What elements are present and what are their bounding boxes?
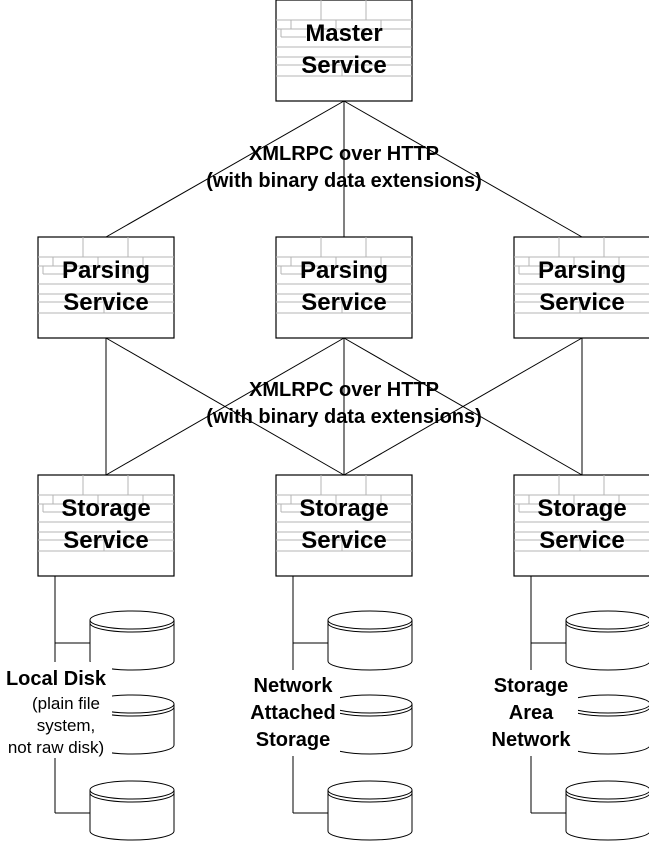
box-title-line2: Service — [539, 527, 624, 554]
box-frame — [275, 236, 413, 339]
protocol-mid-line2: (with binary data extensions) — [206, 406, 482, 428]
disk-rim — [327, 622, 413, 633]
edge-master-to-parsing-2 — [343, 100, 583, 238]
box-grid-pattern — [276, 237, 412, 314]
disk-rim — [89, 792, 175, 803]
label-background — [484, 670, 578, 756]
disk-stack-3 — [530, 576, 649, 841]
box-title-line2: Service — [301, 52, 386, 79]
protocol-label-middle: XMLRPC over HTTP (with binary data exten… — [206, 379, 482, 428]
disk-top — [89, 610, 175, 630]
disk-1 — [565, 610, 649, 671]
box-title-line2: Service — [63, 527, 148, 554]
service-boxes: MasterServiceParsingServiceParsingServic… — [37, 0, 649, 577]
box-grid-pattern — [276, 0, 412, 77]
box-frame — [275, 474, 413, 577]
box-title-line2: Service — [301, 527, 386, 554]
disk-3 — [565, 780, 649, 841]
box-grid-pattern — [276, 475, 412, 552]
box-frame — [513, 474, 649, 577]
san-line-2: Area — [509, 702, 554, 724]
disk-rim — [89, 622, 175, 633]
box-title-line1: Master — [305, 20, 382, 47]
san-line-1: Storage — [494, 675, 568, 697]
backend-label-san: Storage Area Network — [484, 670, 578, 756]
local-disk-sub-1: (plain file — [32, 694, 100, 713]
disk-top — [565, 780, 649, 800]
disk-2 — [327, 694, 413, 755]
box-title-line1: Storage — [537, 495, 626, 522]
box-title-line1: Parsing — [538, 257, 626, 284]
label-background — [246, 670, 340, 756]
backend-label-nas: Network Attached Storage — [246, 670, 340, 756]
local-disk-sub-2: system, — [37, 716, 96, 735]
disk-body — [89, 790, 175, 841]
protocol-top-line1: XMLRPC over HTTP — [249, 143, 439, 165]
protocol-label-top: XMLRPC over HTTP (with binary data exten… — [206, 143, 482, 192]
box-frame — [37, 236, 175, 339]
box-grid-pattern — [514, 237, 649, 314]
disk-stacks — [54, 576, 649, 841]
box-title-line2: Service — [63, 289, 148, 316]
disk-body — [565, 790, 649, 841]
protocol-mid-line1: XMLRPC over HTTP — [249, 379, 439, 401]
disk-top — [327, 694, 413, 714]
box-title-line1: Storage — [299, 495, 388, 522]
disk-top — [327, 610, 413, 630]
box-title-line2: Service — [301, 289, 386, 316]
box-title-line2: Service — [539, 289, 624, 316]
disk-rim — [565, 622, 649, 633]
backend-label-local-disk: Local Disk (plain file system, not raw d… — [0, 662, 112, 758]
disk-body — [327, 790, 413, 841]
local-disk-sub-3: not raw disk) — [8, 738, 104, 757]
edge-parsing-2-to-storage-1 — [343, 337, 583, 476]
box-frame — [513, 236, 649, 339]
disk-top — [565, 694, 649, 714]
box-title-line1: Storage — [61, 495, 150, 522]
edge-parsing-1-to-storage-0 — [105, 337, 345, 476]
disk-1 — [327, 610, 413, 671]
nas-line-2: Attached — [250, 702, 336, 724]
box-title-line1: Parsing — [300, 257, 388, 284]
disk-3 — [89, 780, 175, 841]
box-title-line1: Parsing — [62, 257, 150, 284]
disk-stack-2 — [292, 576, 413, 841]
disk-1 — [89, 610, 175, 671]
disk-body — [327, 620, 413, 671]
disk-top — [89, 780, 175, 800]
disk-rim — [327, 792, 413, 803]
disk-2 — [565, 694, 649, 755]
edge-master-to-parsing-0 — [105, 100, 345, 238]
disk-top — [565, 610, 649, 630]
nas-line-1: Network — [254, 675, 334, 697]
san-line-3: Network — [492, 729, 572, 751]
box-frame — [275, 0, 413, 102]
disk-top — [327, 780, 413, 800]
label-background — [0, 662, 112, 758]
box-grid-pattern — [38, 475, 174, 552]
box-frame — [37, 474, 175, 577]
nas-line-3: Storage — [256, 729, 330, 751]
protocol-top-line2: (with binary data extensions) — [206, 170, 482, 192]
box-grid-pattern — [38, 237, 174, 314]
box-grid-pattern — [514, 475, 649, 552]
disk-body — [565, 620, 649, 671]
disk-3 — [327, 780, 413, 841]
connection-lines — [105, 100, 583, 476]
local-disk-title: Local Disk — [6, 668, 107, 690]
disk-rim — [565, 792, 649, 803]
